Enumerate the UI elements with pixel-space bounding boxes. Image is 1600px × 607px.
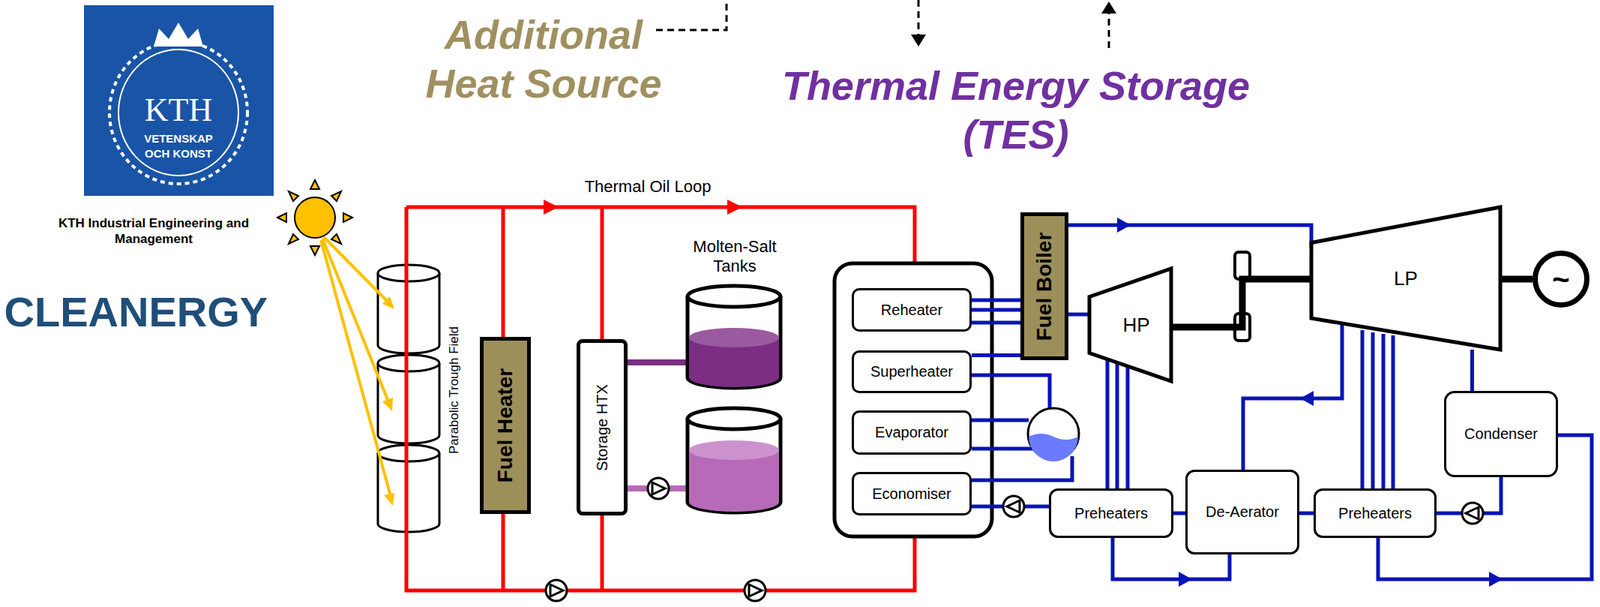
- node-label: De-Aerator: [1205, 503, 1280, 521]
- dashed-line: [656, 0, 727, 30]
- logo-text: KTH: [103, 91, 254, 130]
- logo-text: VETENSKAP: [103, 131, 254, 145]
- node-label: LP: [1393, 266, 1418, 291]
- pipe-connector: [971, 308, 1021, 312]
- lp-turbine: LP: [1311, 206, 1501, 350]
- arrow-head: [543, 199, 743, 215]
- dashed-arrow: [917, 0, 920, 38]
- tanks-label: Molten-Salt Tanks: [671, 236, 799, 277]
- generator-circle: ~: [1532, 250, 1590, 308]
- dashed-arrow: [1108, 11, 1111, 48]
- reheater-box: Reheater: [851, 287, 972, 332]
- node-label: Preheaters: [1338, 504, 1412, 522]
- loop-label: Thermal Oil Loop: [565, 176, 731, 196]
- fuel-heater-box: Fuel Heater: [479, 336, 531, 514]
- node-label: Fuel Boiler: [1032, 231, 1057, 341]
- node-label: Preheaters: [1074, 504, 1148, 522]
- shaft-line: [1171, 278, 1312, 327]
- tes-title: Thermal Energy Storage (TES): [757, 61, 1275, 159]
- shaft-line: [1500, 275, 1533, 283]
- node-label: Superheater: [870, 362, 953, 381]
- logo-text: CLEANERGY: [4, 287, 264, 336]
- arrow-head: [382, 296, 395, 506]
- logo-background: [83, 5, 274, 196]
- arrow-head: [1101, 1, 1117, 14]
- shaft-coupling: [1234, 251, 1250, 279]
- hx-enclosure: [834, 263, 992, 537]
- drum-water: [1028, 433, 1079, 462]
- preheater-box: Preheaters: [1048, 488, 1174, 538]
- hp-turbine: HP: [1089, 268, 1172, 381]
- storage-htx-box: Storage HTX: [576, 338, 628, 516]
- evaporator-box: Evaporator: [851, 410, 972, 455]
- node-label: Storage HTX: [593, 383, 612, 471]
- salt-tank: [687, 285, 781, 513]
- pump-symbol: [545, 477, 1484, 601]
- node-label: Evaporator: [874, 423, 949, 441]
- institution-name: KTH Industrial Engineering and Managemen…: [44, 215, 263, 248]
- node-label: Condenser: [1464, 425, 1538, 443]
- condenser-box: Condenser: [1444, 390, 1559, 477]
- sun-ray: [320, 236, 392, 499]
- field-label: Parabolic Trough Field: [446, 326, 462, 454]
- economiser-box: Economiser: [851, 471, 972, 516]
- node-label: Reheater: [880, 301, 943, 319]
- node-label: HP: [1122, 313, 1150, 337]
- deaerator-box: De-Aerator: [1185, 469, 1300, 555]
- fuel-boiler-box: Fuel Boiler: [1020, 212, 1069, 360]
- pipe-connector: [1173, 511, 1186, 516]
- pipe-connector: [1068, 312, 1090, 317]
- preheater-box: Preheaters: [1313, 488, 1437, 538]
- heat-source-title: Additional Heat Source: [414, 10, 674, 108]
- pipe-connector: [1299, 511, 1314, 516]
- pipe-connector: [1470, 349, 1475, 391]
- logo-crown: [153, 22, 204, 47]
- node-label: Fuel Heater: [493, 368, 518, 483]
- sun: [277, 179, 353, 255]
- superheater-box: Superheater: [851, 350, 972, 393]
- pipe-connector: [971, 353, 1021, 357]
- arrow-head: [910, 34, 926, 47]
- salt-pipe: [627, 359, 687, 366]
- node-label: ~: [1552, 262, 1570, 297]
- logo-text: OCH KONST: [103, 146, 254, 160]
- node-label: Economiser: [871, 485, 952, 503]
